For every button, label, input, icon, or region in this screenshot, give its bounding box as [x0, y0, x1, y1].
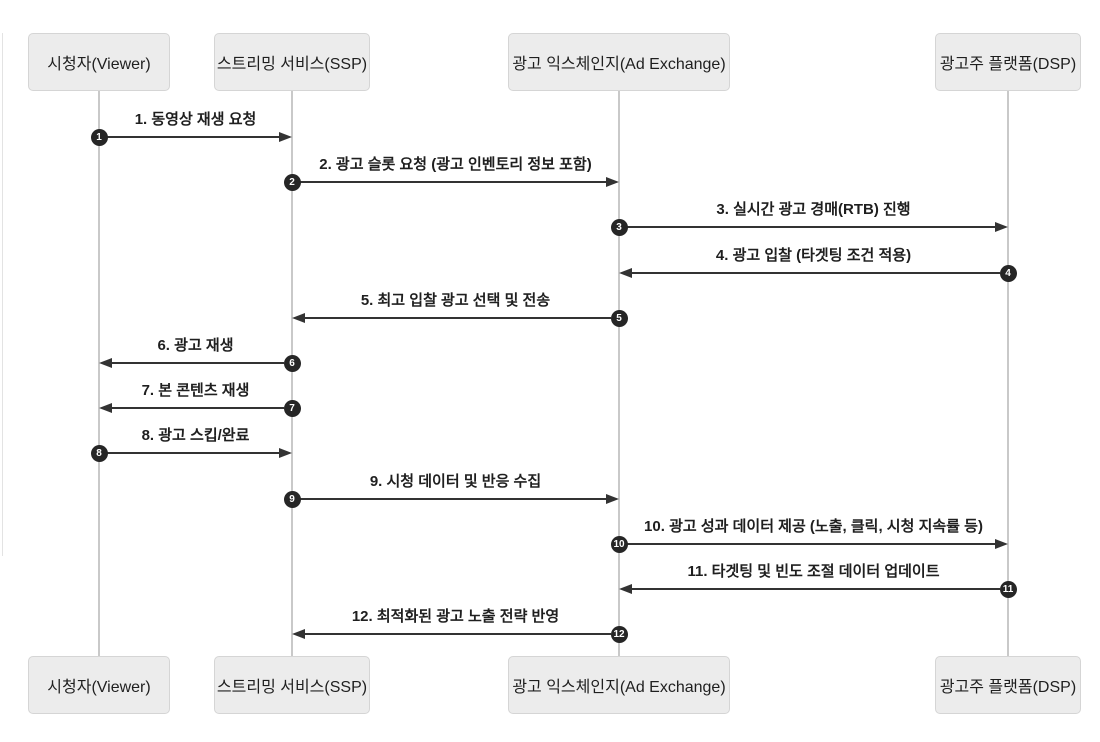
arrowhead-right-icon — [995, 222, 1008, 232]
message-label: 4. 광고 입찰 (타겟팅 조건 적용) — [715, 247, 912, 264]
arrowhead-right-icon — [279, 448, 292, 458]
arrowhead-left-icon — [619, 584, 632, 594]
arrowhead-left-icon — [99, 403, 112, 413]
message-label: 7. 본 콘텐츠 재생 — [141, 382, 250, 399]
message-number-badge: 1 — [90, 128, 108, 146]
message-arrow-line — [300, 498, 606, 500]
message-arrow-line — [112, 407, 284, 409]
message-arrow-line — [305, 633, 611, 635]
message-label: 5. 최고 입찰 광고 선택 및 전송 — [360, 292, 551, 309]
message-number-badge: 6 — [283, 354, 301, 372]
message-arrow-line — [300, 181, 606, 183]
message-label: 12. 최적화된 광고 노출 전략 반영 — [351, 608, 560, 625]
message-number-badge: 12 — [610, 625, 628, 643]
arrowhead-left-icon — [99, 358, 112, 368]
message-number-badge: 5 — [610, 309, 628, 327]
message-number-badge: 8 — [90, 444, 108, 462]
message-arrow-line — [305, 317, 611, 319]
lifeline-viewer — [98, 91, 100, 656]
message-label: 3. 실시간 광고 경매(RTB) 진행 — [716, 201, 911, 218]
arrowhead-right-icon — [606, 494, 619, 504]
message-label: 1. 동영상 재생 요청 — [134, 111, 257, 128]
message-arrow-line — [107, 452, 279, 454]
actor-box-bottom-ssp: 스트리밍 서비스(SSP) — [214, 656, 370, 714]
message-arrow-line — [632, 272, 1000, 274]
arrowhead-right-icon — [995, 539, 1008, 549]
message-number-badge: 11 — [999, 580, 1017, 598]
message-number-badge: 7 — [283, 399, 301, 417]
lifeline-adexchange — [618, 91, 620, 656]
message-label: 6. 광고 재생 — [157, 337, 234, 354]
arrowhead-right-icon — [606, 177, 619, 187]
message-label: 10. 광고 성과 데이터 제공 (노출, 클릭, 시청 지속률 등) — [644, 518, 983, 535]
message-number-badge: 4 — [999, 264, 1017, 282]
actor-box-top-ssp: 스트리밍 서비스(SSP) — [214, 33, 370, 91]
arrowhead-left-icon — [619, 268, 632, 278]
message-number-badge: 9 — [283, 490, 301, 508]
actor-box-bottom-viewer: 시청자(Viewer) — [28, 656, 170, 714]
actor-box-bottom-dsp: 광고주 플랫폼(DSP) — [935, 656, 1081, 714]
actor-box-bottom-adexchange: 광고 익스체인지(Ad Exchange) — [508, 656, 730, 714]
message-number-badge: 2 — [283, 173, 301, 191]
left-edge-crop-line — [2, 33, 3, 556]
message-label: 2. 광고 슬롯 요청 (광고 인벤토리 정보 포함) — [319, 156, 592, 173]
actor-box-top-dsp: 광고주 플랫폼(DSP) — [935, 33, 1081, 91]
message-label: 8. 광고 스킵/완료 — [141, 427, 250, 444]
message-number-badge: 3 — [610, 218, 628, 236]
actor-box-top-adexchange: 광고 익스체인지(Ad Exchange) — [508, 33, 730, 91]
arrowhead-right-icon — [279, 132, 292, 142]
message-arrow-line — [627, 226, 995, 228]
message-arrow-line — [112, 362, 284, 364]
message-label: 9. 시청 데이터 및 반응 수집 — [369, 473, 542, 490]
arrowhead-left-icon — [292, 313, 305, 323]
arrowhead-left-icon — [292, 629, 305, 639]
lifeline-dsp — [1007, 91, 1009, 656]
message-arrow-line — [627, 543, 995, 545]
message-number-badge: 10 — [610, 535, 628, 553]
message-arrow-line — [632, 588, 1000, 590]
actor-box-top-viewer: 시청자(Viewer) — [28, 33, 170, 91]
message-label: 11. 타겟팅 및 빈도 조절 데이터 업데이트 — [687, 563, 940, 580]
message-arrow-line — [107, 136, 279, 138]
lifeline-ssp — [291, 91, 293, 656]
